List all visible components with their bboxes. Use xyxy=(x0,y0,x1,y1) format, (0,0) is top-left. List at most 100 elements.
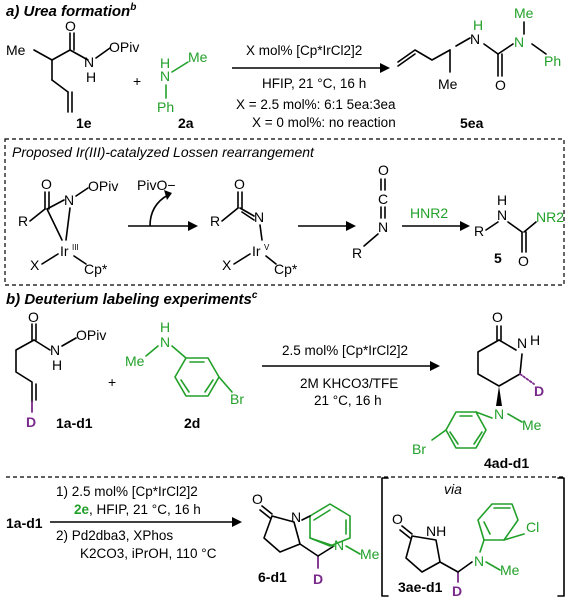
2a-h-label: H xyxy=(160,55,170,71)
compound-6-d1: O N D N Me xyxy=(252,491,380,587)
conditions-a-top: X mol% [Cp*IrCl2]2 xyxy=(246,43,362,58)
conditions-b-top: 2.5 mol% [Cp*IrCl2]2 xyxy=(282,343,408,358)
4ad-o-label: O xyxy=(492,309,503,325)
5ea-n-label: N xyxy=(514,34,524,50)
mech-5-nr2: NR2 xyxy=(536,209,564,225)
compound-2a: H N Me Ph xyxy=(157,49,208,115)
plus-sign-a: + xyxy=(133,73,141,89)
5ea-nme-label: Me xyxy=(514,5,534,21)
mech-r2: R xyxy=(210,213,220,229)
mech-o2: O xyxy=(234,176,245,192)
conditions-b-mid: 2M KHCO3/TFE xyxy=(300,376,398,391)
5ea-nh-label: N xyxy=(470,31,480,47)
3ae-me-label: Me xyxy=(500,562,520,578)
label-3ae-d1: 3ae-d1 xyxy=(398,579,443,595)
label-5: 5 xyxy=(494,250,502,266)
compound-3ae-d1: O NH D N Me Cl xyxy=(392,503,539,599)
3ae-o-label: O xyxy=(392,511,403,527)
mech-pivo-minus: PivO− xyxy=(137,177,176,193)
label-2a: 2a xyxy=(178,115,194,131)
mech-hnr2: HNR2 xyxy=(410,205,448,221)
note-a-1: X = 2.5 mol%: 6:1 5ea:3ea xyxy=(236,97,396,112)
n-label: N xyxy=(84,54,94,70)
iridium-iii-complex: R O N OPiv Ir III X Cp* xyxy=(18,176,118,277)
label-2d: 2d xyxy=(184,415,200,431)
6-n2-label: N xyxy=(334,537,344,553)
6-d-label: D xyxy=(313,571,323,587)
4ad-br-label: Br xyxy=(412,441,426,457)
mech-n2: N xyxy=(254,209,264,225)
mech-ir2-ox: V xyxy=(264,243,270,252)
nh-label: H xyxy=(86,69,96,85)
section-c-sm: 1a-d1 xyxy=(6,515,43,531)
3ae-nh-label: NH xyxy=(426,523,446,539)
mech-iso-c: C xyxy=(378,191,388,207)
5ea-me-label: Me xyxy=(438,76,458,92)
mech-ir1-ox: III xyxy=(72,243,79,252)
4ad-nar-label: N xyxy=(494,406,504,422)
mech-iso-r: R xyxy=(352,245,362,261)
2a-ph-label: Ph xyxy=(157,99,174,115)
plus-sign-b: + xyxy=(108,374,116,390)
compound-2d: H N Me Br xyxy=(125,319,244,407)
1a-o-label: O xyxy=(28,309,39,325)
3ae-n-label: N xyxy=(474,553,484,569)
conditions-c-step2: 2) Pd2dba3, XPhos xyxy=(56,528,173,543)
mech-iso-n: N xyxy=(378,219,388,235)
6-me-label: Me xyxy=(360,546,380,562)
conditions-c-step2b: K2CO3, iPrOH, 110 °C xyxy=(80,546,217,561)
compound-1a-d1: O N H OPiv D xyxy=(15,309,106,430)
3ae-cl-label: Cl xyxy=(526,519,539,535)
conditions-a-bottom: HFIP, 21 °C, 16 h xyxy=(262,76,366,91)
conditions-c-step1: 1) 2.5 mol% [Cp*IrCl2]2 xyxy=(56,484,198,499)
mech-x2: X xyxy=(222,257,232,273)
5ea-ph-label: Ph xyxy=(544,53,561,69)
2d-br-label: Br xyxy=(230,391,244,407)
4ad-me-label: Me xyxy=(522,417,542,433)
section-a-title: a) Urea formationb xyxy=(6,2,136,20)
compound-1e: Me O N H OPiv xyxy=(6,18,139,113)
mech-n1: N xyxy=(64,192,74,208)
1a-h-label: H xyxy=(52,357,62,373)
methyl-label: Me xyxy=(6,42,26,58)
urea-5: R H N O NR2 xyxy=(474,192,564,269)
mech-opiv: OPiv xyxy=(88,178,118,194)
1a-d-label: D xyxy=(26,414,36,430)
label-4ad-d1: 4ad-d1 xyxy=(484,455,529,471)
mechanism-box xyxy=(4,138,565,286)
6-n1-label: N xyxy=(291,509,301,525)
mech-5-n: N xyxy=(497,207,507,223)
mech-cp2: Cp* xyxy=(274,261,298,277)
mechanism-title: Proposed Ir(III)-catalyzed Lossen rearra… xyxy=(12,144,315,160)
2a-me-label: Me xyxy=(188,49,208,65)
2d-n-label: N xyxy=(160,334,170,350)
2a-n-label: N xyxy=(160,68,170,84)
1a-n-label: N xyxy=(50,342,60,358)
label-1a-d1: 1a-d1 xyxy=(56,415,93,431)
mech-iso-o: O xyxy=(378,162,389,178)
mech-x1: X xyxy=(30,257,40,273)
3ae-d-label: D xyxy=(452,583,462,599)
section-b-title: b) Deuterium labeling experimentsc xyxy=(6,290,258,308)
mech-o1: O xyxy=(41,176,52,192)
note-a-2: X = 0 mol%: no reaction xyxy=(252,115,396,130)
iridium-v-complex: R O N Ir V X Cp* xyxy=(210,176,298,277)
4ad-d-label: D xyxy=(534,383,544,399)
mech-5-o: O xyxy=(518,253,529,269)
4ad-n-label: N xyxy=(517,335,527,351)
2d-h-label: H xyxy=(160,319,170,335)
opiv-label: OPiv xyxy=(109,39,139,55)
compound-5ea: Me H N O N Me Ph xyxy=(397,5,561,93)
5ea-h-label: H xyxy=(473,17,483,33)
1a-opiv-label: OPiv xyxy=(76,327,106,343)
label-6-d1: 6-d1 xyxy=(258,569,287,585)
4ad-h-label: H xyxy=(530,332,540,348)
mech-ir1: Ir xyxy=(60,243,69,259)
5ea-o-label: O xyxy=(495,77,506,93)
label-5ea: 5ea xyxy=(460,115,484,131)
compound-4ad-d1: O N H D N Me Br xyxy=(412,309,544,457)
isocyanate: O C N R xyxy=(352,162,389,261)
via-bracket-right xyxy=(557,477,565,597)
conditions-c-step1b: 2e, HFIP, 21 °C, 16 h xyxy=(74,502,201,517)
